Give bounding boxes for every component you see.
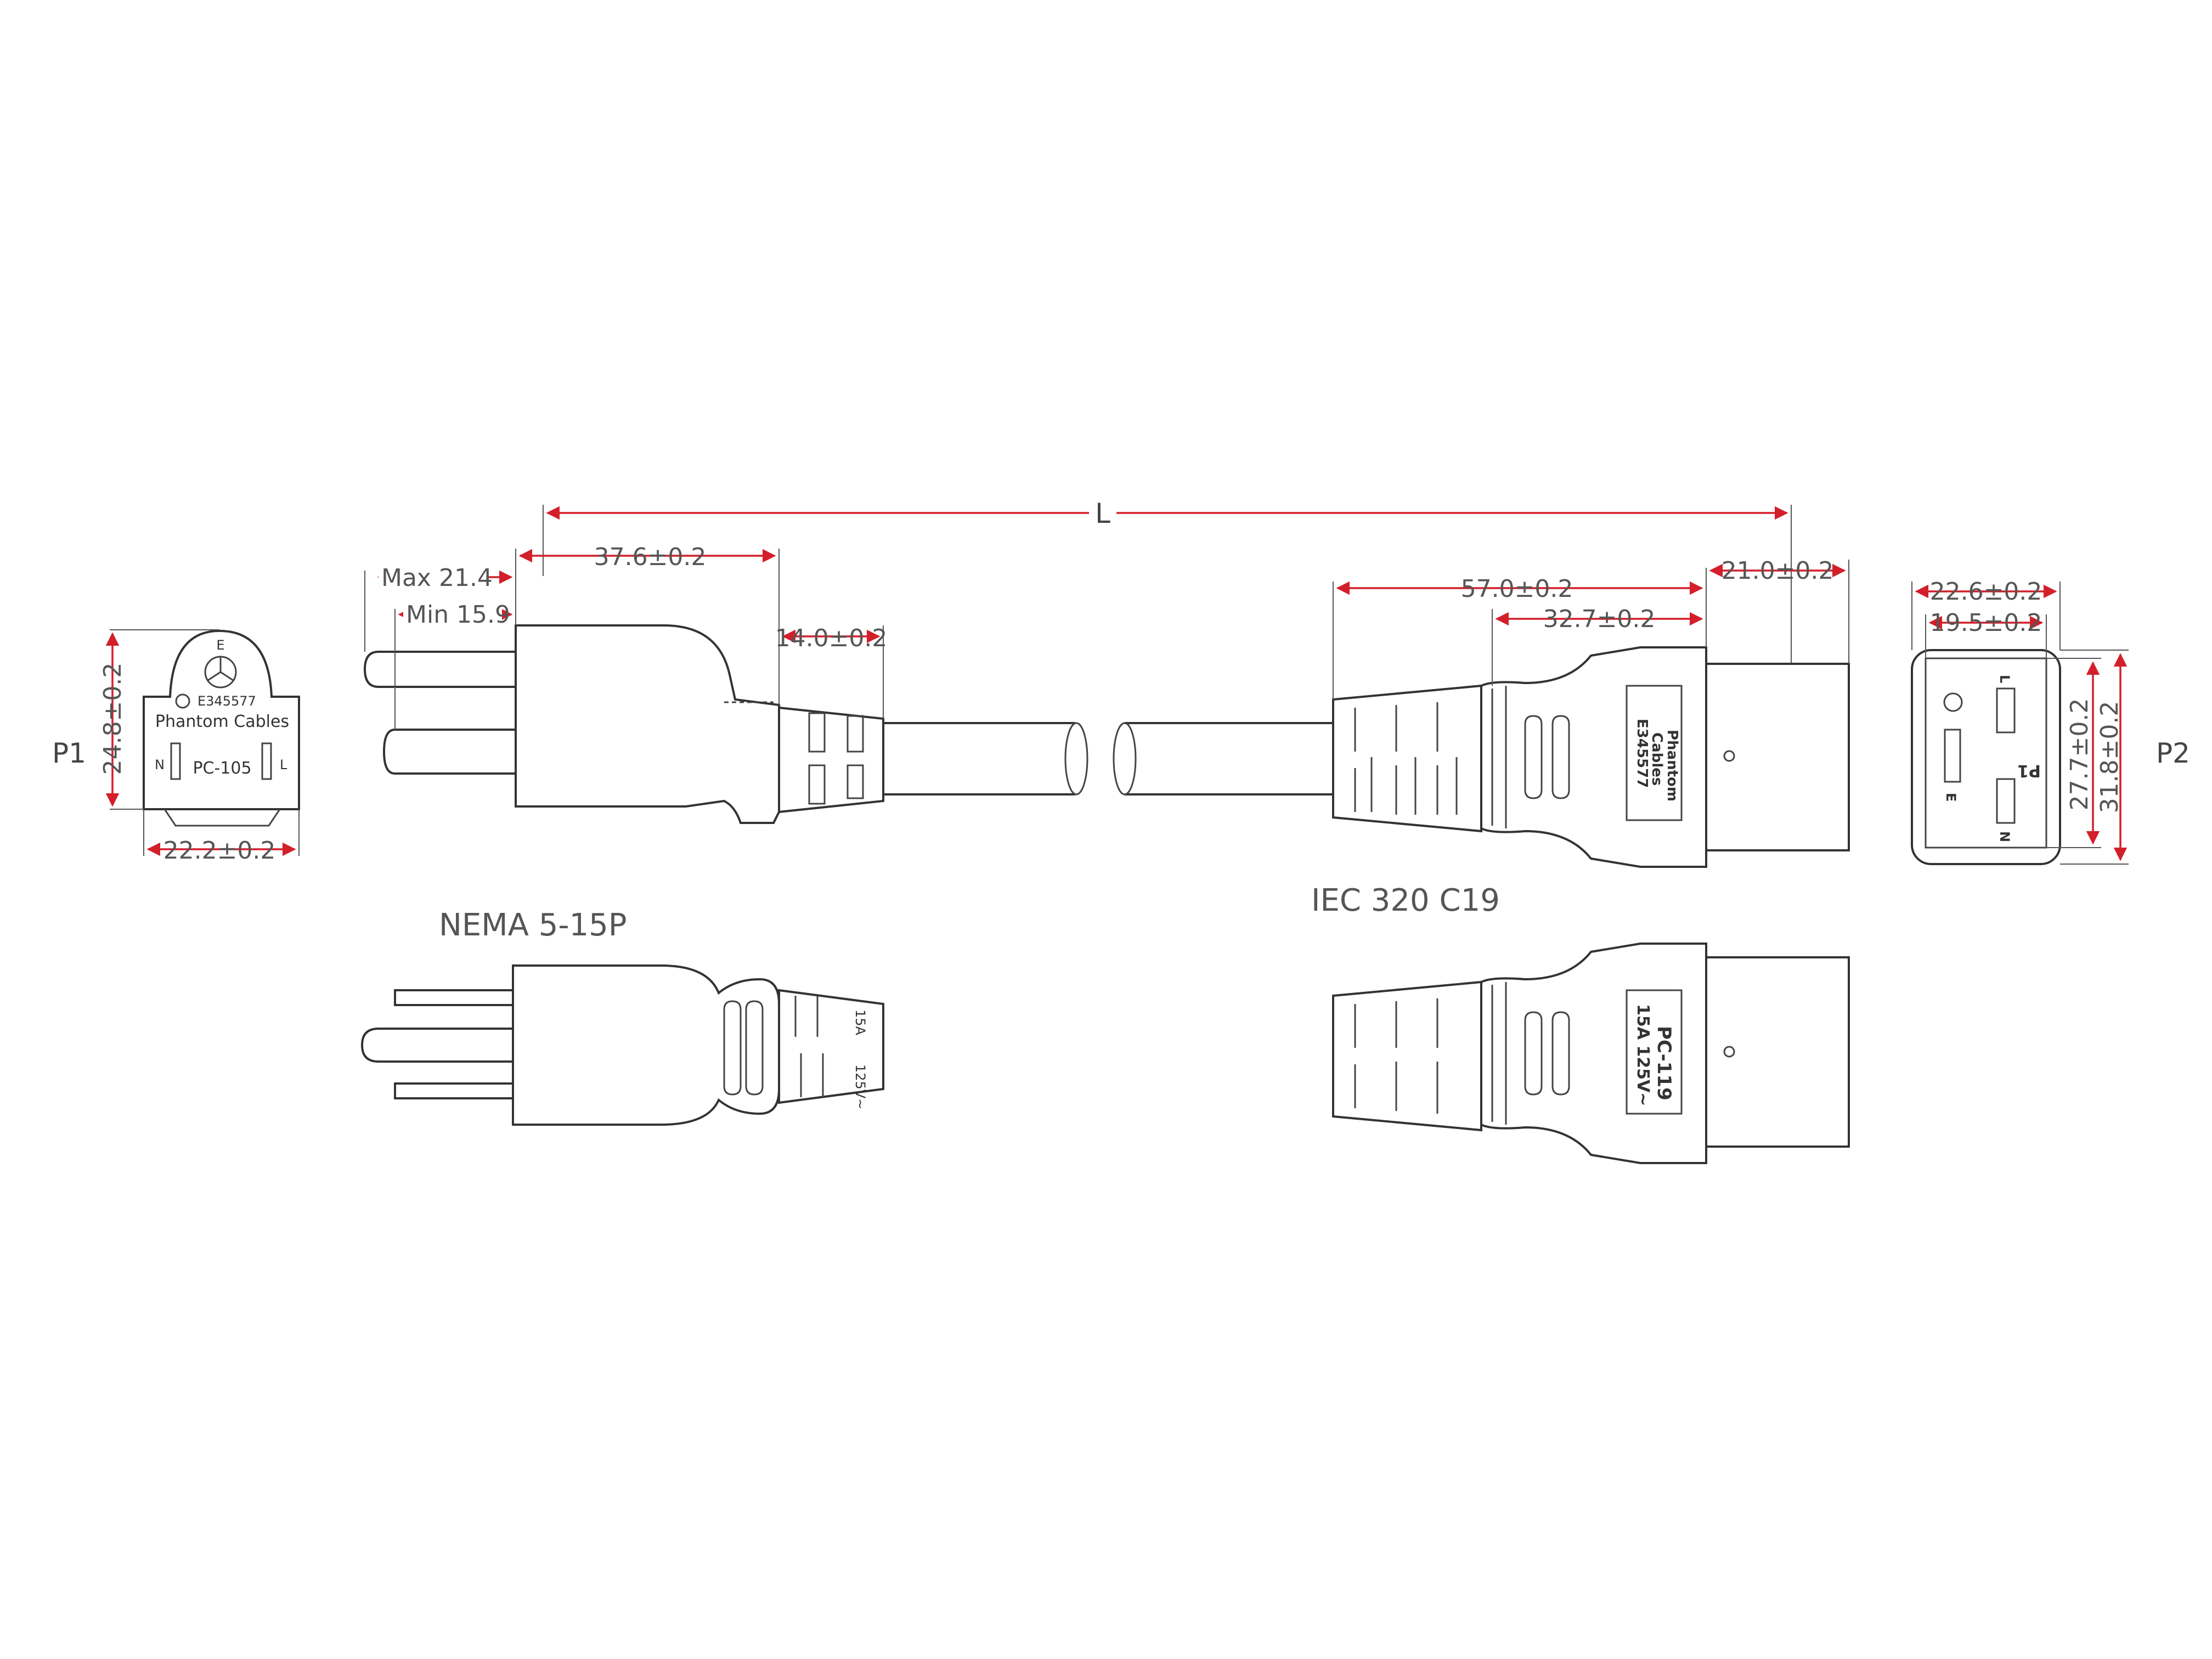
- p2-neutral-slot: [1996, 778, 2016, 824]
- p1-cert-code: E345577: [198, 693, 256, 709]
- nema-top-body: [512, 964, 780, 1126]
- iec-rating: 15A 125V~: [1633, 1004, 1652, 1106]
- p2-ground-label: E: [1943, 793, 1959, 802]
- nema-plug-side-view: 37.6±0.2 Max 21.4 Min 15.9 14.0±0.2: [363, 543, 1088, 824]
- blade-pin: [382, 729, 517, 775]
- p2-outer-height-dim: 31.8±0.2: [2096, 701, 2124, 814]
- nema-rating-voltage: 125V~: [853, 1064, 868, 1109]
- iec-brand-line1: Phantom: [1664, 730, 1680, 802]
- length-label: L: [1095, 498, 1110, 529]
- cable-right: [1125, 722, 1333, 795]
- iec-brand-line2: Cables: [1649, 732, 1665, 786]
- p2-outer-face: [1911, 649, 2061, 865]
- p2-face-view: E L N P1 P2 22.6±0.2 19.5±0.2 27.7±0.2 3…: [1911, 578, 2190, 865]
- p1-line-label: L: [280, 757, 287, 772]
- pin-min-dim: Min 15.9: [406, 601, 510, 629]
- p2-inner-height-dim: 27.7±0.2: [2066, 698, 2094, 811]
- p2-line-label: L: [1997, 675, 2012, 683]
- p1-width-dim: 22.2±0.2: [163, 837, 276, 865]
- ground-symbol-icon: [204, 656, 237, 689]
- iec-model: PC-119: [1653, 1026, 1675, 1101]
- iec-cert-code: E345577: [1634, 719, 1650, 788]
- nema-rating-current: 15A: [853, 1009, 868, 1036]
- nema-body-length-dim: 37.6±0.2: [594, 543, 707, 571]
- p2-outer-width-dim: 22.6±0.2: [1930, 578, 2042, 606]
- iec-strain-relief: [1332, 684, 1482, 833]
- iec-c19-side-view: Phantom Cables E345577 57.0±0.2 32.7±0.2…: [1113, 557, 1850, 868]
- iec-head-dim: 21.0±0.2: [1722, 557, 1834, 585]
- p2-view-label: P2: [2156, 737, 2190, 769]
- iec-c19-top-view: PC-119 15A 125V~: [1332, 943, 1850, 1164]
- iec-bottom-label-box: [1626, 989, 1683, 1115]
- p1-model: PC-105: [193, 759, 251, 778]
- iec-grip-dim: 32.7±0.2: [1543, 605, 1656, 633]
- cable-left: [883, 722, 1075, 795]
- p1-face-view: P1 E E345577 Phantom Cables N L PC-105 2…: [52, 629, 300, 865]
- ground-pin: [363, 651, 517, 688]
- p1-height-dim: 24.8±0.2: [99, 663, 127, 775]
- iec-top-label-box: [1626, 685, 1683, 821]
- p2-extra-label: P1: [2017, 761, 2041, 780]
- p1-neutral-label: N: [155, 757, 165, 772]
- iec-overall-dim: 57.0±0.2: [1461, 575, 1573, 603]
- p2-ground-symbol-icon: [1943, 692, 1963, 712]
- iec-name-label: IEC 320 C19: [1311, 883, 1500, 918]
- overall-length-dimension: L: [543, 496, 1792, 675]
- p2-neutral-label: N: [1997, 831, 2012, 842]
- p1-neutral-slot: [170, 742, 181, 780]
- iec-grip: [1480, 646, 1707, 868]
- nema-plug-top-view: 125V~ 15A: [360, 964, 884, 1126]
- p1-ground-label: E: [216, 637, 224, 653]
- ul-mark-icon: [175, 693, 190, 709]
- p1-brand: Phantom Cables: [155, 712, 289, 731]
- nema-name-label: NEMA 5-15P: [439, 907, 627, 943]
- nema-body: [515, 624, 780, 824]
- strain-relief-dim: 14.0±0.2: [775, 624, 888, 652]
- p2-inner-width-dim: 19.5±0.2: [1930, 609, 2042, 637]
- p1-view-label: P1: [52, 737, 86, 769]
- iec-head: [1705, 663, 1850, 851]
- pin-max-dim: Max 21.4: [381, 564, 493, 592]
- p2-line-slot: [1996, 687, 2016, 733]
- p1-line-slot: [261, 742, 272, 780]
- p2-ground-slot: [1944, 729, 1961, 783]
- nema-strain-relief: [778, 706, 884, 814]
